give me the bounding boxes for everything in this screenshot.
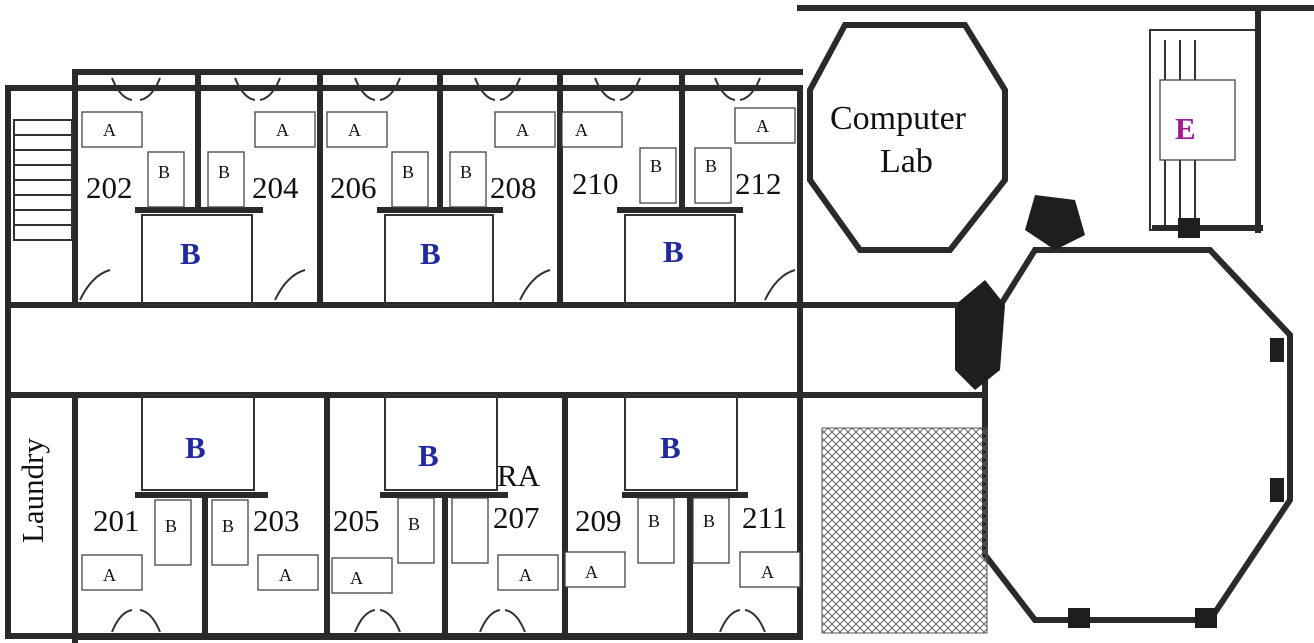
desk-label: B bbox=[705, 156, 718, 176]
room-number: 210 bbox=[572, 166, 619, 201]
bed-label: A bbox=[756, 116, 769, 136]
desk-label: B bbox=[703, 511, 716, 531]
bed-label: A bbox=[103, 565, 116, 585]
bed-label: A bbox=[103, 120, 116, 140]
bathroom-label: B bbox=[180, 236, 201, 271]
room-number: 209 bbox=[575, 503, 622, 538]
bed-label: A bbox=[276, 120, 289, 140]
bathroom-label: B bbox=[420, 236, 441, 271]
desk-label: B bbox=[408, 514, 421, 534]
bathroom-label: B bbox=[660, 430, 681, 465]
room-number: 207 bbox=[493, 500, 540, 535]
desk-label: B bbox=[158, 162, 171, 182]
bathrooms-bottom bbox=[135, 394, 748, 498]
ra-label: RA bbox=[497, 458, 541, 493]
bed-label: A bbox=[348, 120, 361, 140]
bed-label: A bbox=[516, 120, 529, 140]
room-number: 212 bbox=[735, 166, 782, 201]
desk-label: B bbox=[650, 156, 663, 176]
desk-label: B bbox=[165, 516, 178, 536]
room-number: 211 bbox=[742, 500, 788, 535]
bed-label: A bbox=[761, 562, 774, 582]
bed-label: A bbox=[575, 120, 588, 140]
bed-label: A bbox=[519, 565, 532, 585]
room-number: 201 bbox=[93, 503, 140, 538]
room-number: 203 bbox=[253, 503, 300, 538]
east-wing bbox=[797, 5, 1314, 628]
desk-label: B bbox=[402, 162, 415, 182]
hatched-area bbox=[821, 427, 988, 634]
desk-label: B bbox=[218, 162, 231, 182]
room-number: 205 bbox=[333, 503, 380, 538]
elevator-label: E bbox=[1175, 111, 1196, 146]
computer-lab-label: Lab bbox=[880, 143, 933, 180]
furniture bbox=[81, 107, 801, 594]
bathrooms-top bbox=[135, 207, 743, 306]
bathroom-label: B bbox=[663, 234, 684, 269]
bed-label: A bbox=[585, 562, 598, 582]
desk-label: B bbox=[648, 511, 661, 531]
laundry-label: Laundry bbox=[15, 437, 51, 544]
bathroom-label: B bbox=[418, 438, 439, 473]
room-number: 204 bbox=[252, 170, 299, 205]
computer-lab-label: Computer bbox=[830, 100, 966, 137]
desk-label: B bbox=[222, 516, 235, 536]
bathroom-label: B bbox=[185, 430, 206, 465]
doors bbox=[79, 77, 796, 633]
bed-label: A bbox=[350, 568, 363, 588]
stairwell-left bbox=[13, 119, 73, 241]
room-number: 208 bbox=[490, 170, 537, 205]
room-number: 206 bbox=[330, 170, 377, 205]
bed-label: A bbox=[279, 565, 292, 585]
desk-label: B bbox=[460, 162, 473, 182]
room-number: 202 bbox=[86, 170, 133, 205]
